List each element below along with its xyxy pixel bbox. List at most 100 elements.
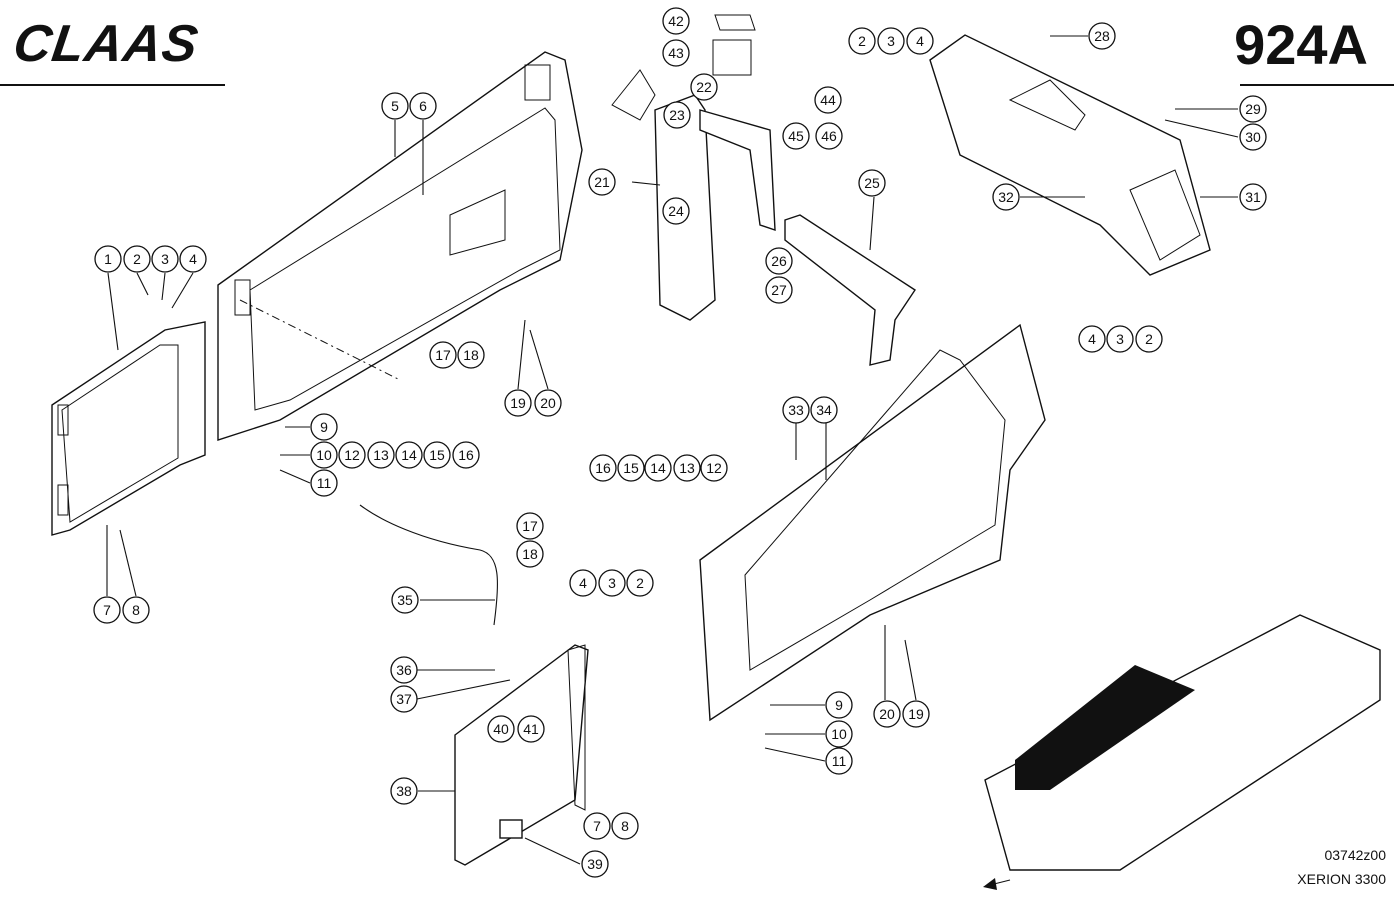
svg-text:3: 3 [161, 251, 169, 267]
callout-11b: 11 [825, 747, 853, 775]
left-small-door [51, 321, 206, 536]
svg-text:3: 3 [608, 575, 616, 591]
callout-24: 24 [662, 197, 690, 225]
svg-text:10: 10 [316, 447, 332, 463]
callout-2b: 2 [848, 27, 876, 55]
svg-text:20: 20 [879, 706, 895, 722]
svg-text:2: 2 [858, 33, 866, 49]
callout-20b: 20 [873, 700, 901, 728]
callout-17: 17 [429, 341, 457, 369]
svg-text:19: 19 [908, 706, 924, 722]
callout-3d: 3 [598, 569, 626, 597]
svg-text:1: 1 [104, 251, 112, 267]
svg-text:45: 45 [788, 128, 804, 144]
callout-4b: 4 [906, 27, 934, 55]
callout-43: 43 [662, 39, 690, 67]
callout-4c: 4 [1078, 325, 1106, 353]
callout-4: 4 [179, 245, 207, 273]
svg-text:38: 38 [396, 783, 412, 799]
svg-text:42: 42 [668, 13, 684, 29]
callout-8b: 8 [611, 812, 639, 840]
callout-32: 32 [992, 183, 1020, 211]
page-number: 924A [1234, 13, 1368, 76]
callout-17b: 17 [516, 512, 544, 540]
callout-12b: 12 [700, 454, 728, 482]
svg-text:29: 29 [1245, 101, 1261, 117]
callout-46: 46 [815, 122, 843, 150]
svg-text:26: 26 [771, 253, 787, 269]
callout-11: 11 [310, 469, 338, 497]
svg-text:12: 12 [344, 447, 360, 463]
svg-text:14: 14 [401, 447, 417, 463]
svg-text:11: 11 [832, 753, 847, 769]
callout-40: 40 [487, 715, 515, 743]
callout-37: 37 [390, 685, 418, 713]
svg-text:43: 43 [668, 45, 684, 61]
callout-13b: 13 [673, 454, 701, 482]
callout-9: 9 [310, 413, 338, 441]
svg-text:22: 22 [696, 79, 712, 95]
svg-text:18: 18 [522, 546, 538, 562]
svg-text:28: 28 [1094, 28, 1110, 44]
callout-29: 29 [1239, 95, 1267, 123]
callout-31: 31 [1239, 183, 1267, 211]
callout-1: 1 [94, 245, 122, 273]
svg-text:19: 19 [510, 395, 526, 411]
callout-39: 39 [581, 850, 609, 878]
callout-27: 27 [765, 276, 793, 304]
svg-text:41: 41 [523, 721, 539, 737]
svg-text:15: 15 [623, 460, 639, 476]
callout-36: 36 [390, 656, 418, 684]
svg-text:2: 2 [133, 251, 141, 267]
svg-text:3: 3 [1116, 331, 1124, 347]
callout-23: 23 [663, 101, 691, 129]
svg-text:2: 2 [1145, 331, 1153, 347]
callout-28: 28 [1088, 22, 1116, 50]
svg-text:34: 34 [816, 402, 832, 418]
svg-text:18: 18 [463, 347, 479, 363]
callout-44: 44 [814, 86, 842, 114]
callout-35: 35 [391, 586, 419, 614]
svg-text:4: 4 [1088, 331, 1096, 347]
svg-text:21: 21 [594, 174, 610, 190]
right-large-panel [699, 323, 1046, 722]
svg-text:16: 16 [458, 447, 474, 463]
svg-text:14: 14 [650, 460, 666, 476]
svg-text:4: 4 [579, 575, 587, 591]
svg-text:23: 23 [669, 107, 685, 123]
callout-2: 2 [123, 245, 151, 273]
callout-25: 25 [858, 169, 886, 197]
svg-text:3: 3 [887, 33, 895, 49]
callout-10b: 10 [825, 720, 853, 748]
callout-9b: 9 [825, 691, 853, 719]
lower-door [454, 644, 589, 866]
callout-3b: 3 [877, 27, 905, 55]
svg-text:9: 9 [320, 419, 328, 435]
svg-text:31: 31 [1245, 189, 1261, 205]
callout-16b: 16 [589, 454, 617, 482]
drawing-code: 03742z00 [1324, 847, 1386, 863]
callout-22: 22 [690, 73, 718, 101]
callout-4d: 4 [569, 569, 597, 597]
callout-6: 6 [409, 92, 437, 120]
callout-41: 41 [517, 715, 545, 743]
svg-text:24: 24 [668, 203, 684, 219]
callout-18: 18 [457, 341, 485, 369]
svg-text:20: 20 [540, 395, 556, 411]
svg-text:7: 7 [103, 602, 111, 618]
callout-14: 14 [395, 441, 423, 469]
callout-42: 42 [662, 7, 690, 35]
svg-text:10: 10 [831, 726, 847, 742]
support-bracket [784, 214, 916, 366]
callout-33: 33 [782, 396, 810, 424]
callout-3c: 3 [1106, 325, 1134, 353]
callout-5: 5 [381, 92, 409, 120]
svg-text:32: 32 [998, 189, 1014, 205]
callout-7b: 7 [583, 812, 611, 840]
cable [359, 504, 498, 626]
callout-10: 10 [310, 441, 338, 469]
svg-text:27: 27 [771, 282, 787, 298]
svg-text:39: 39 [587, 856, 603, 872]
